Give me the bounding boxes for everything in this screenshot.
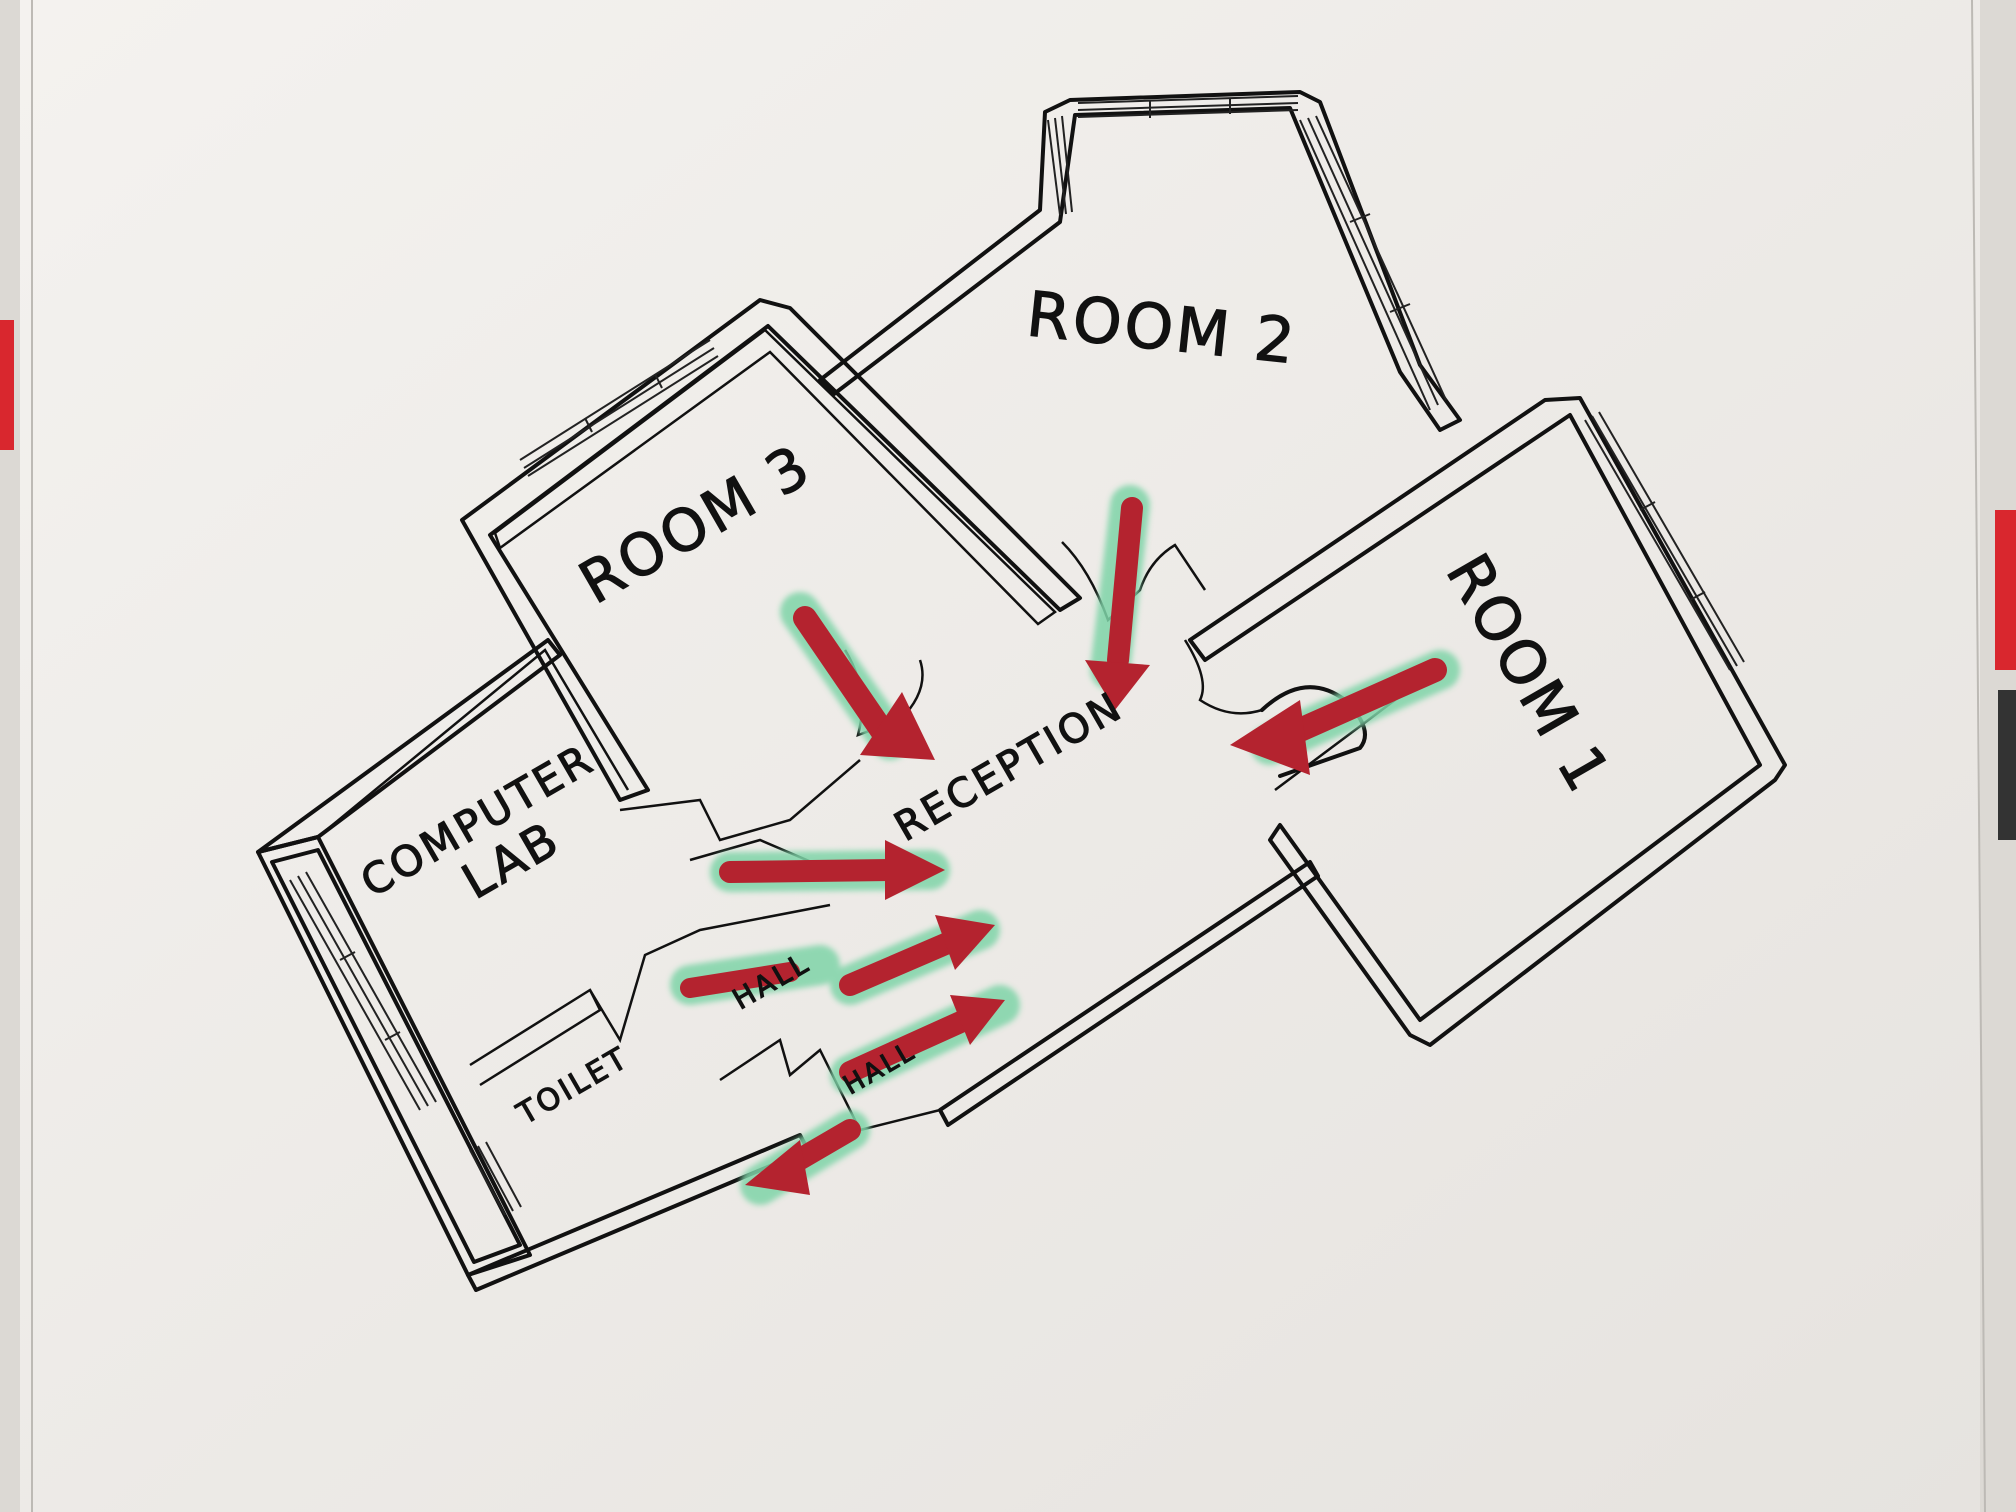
arrow-from-room2 <box>1085 497 1150 710</box>
room3-north-window <box>519 339 719 477</box>
reception-south-edge <box>619 759 861 842</box>
arrow-reception-1 <box>719 840 945 900</box>
windows <box>289 95 1745 1216</box>
paper-right-edge <box>1971 0 1986 1512</box>
toilet-hall-wall <box>588 903 831 1044</box>
arrow-hall-3 <box>839 995 1005 1083</box>
west-wall-inner <box>270 848 522 1264</box>
arrow-from-room3 <box>793 606 935 760</box>
room2-east-window <box>1299 115 1447 411</box>
arrow-hall-1 <box>680 962 800 998</box>
room3-inner-wall <box>493 328 1057 626</box>
room2-north-window <box>1077 95 1299 118</box>
room3-outer-wall <box>460 298 1082 802</box>
paper-sheet <box>20 0 1980 1512</box>
south-corridor-wall <box>938 860 1320 1127</box>
computer-lab-west-window <box>289 871 437 1111</box>
room1-east-window <box>1584 411 1745 671</box>
edge-sticker-left <box>0 320 14 450</box>
arrow-into-room1 <box>1230 658 1447 775</box>
computer-lab-north-wall <box>256 638 562 854</box>
edge-sticker-right-dark <box>1998 690 2016 840</box>
room1-lower-partition <box>1278 824 1422 1021</box>
evacuation-arrows <box>670 485 1460 1205</box>
room2-west-window <box>1047 115 1073 216</box>
arrow-hall-2 <box>839 915 995 996</box>
edge-sticker-right <box>1995 510 2016 670</box>
room2-outer-wall <box>818 90 1462 432</box>
room1-outer-wall <box>1188 396 1787 1047</box>
toilet-west-window <box>469 1141 522 1216</box>
arrow-exit <box>745 1119 861 1195</box>
hall-lower-wall <box>719 1038 941 1132</box>
outer-walls <box>256 90 1787 1292</box>
room1-door-frame <box>1183 639 1263 715</box>
computer-lab-east-wall <box>317 648 630 838</box>
